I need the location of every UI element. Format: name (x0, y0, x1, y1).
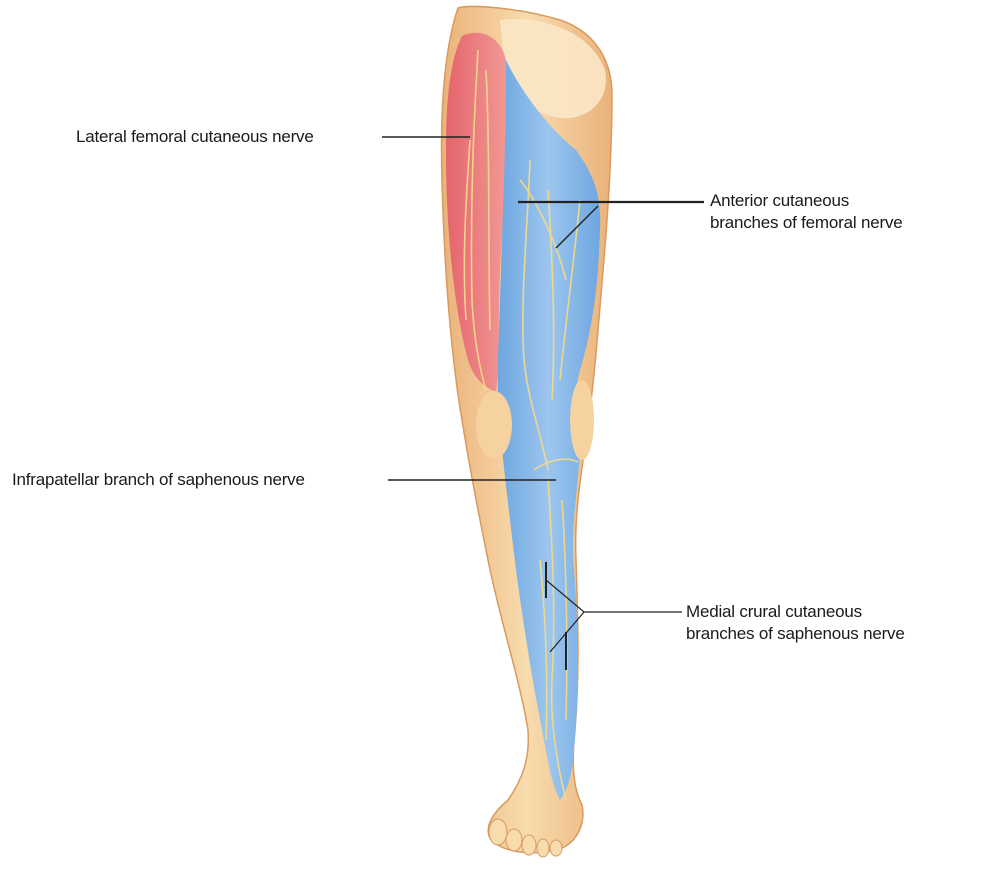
label-line-2: branches of femoral nerve (710, 212, 903, 234)
label-text: Infrapatellar branch of saphenous nerve (12, 469, 305, 491)
label-line-2: branches of saphenous nerve (686, 623, 905, 645)
label-medial-crural-cutaneous-branches: Medial crural cutaneous branches of saph… (686, 601, 905, 645)
label-lateral-femoral-cutaneous-nerve: Lateral femoral cutaneous nerve (76, 126, 314, 148)
knee-patch-right (570, 380, 594, 460)
label-anterior-cutaneous-branches: Anterior cutaneous branches of femoral n… (710, 190, 903, 234)
label-infrapatellar-branch: Infrapatellar branch of saphenous nerve (12, 469, 305, 491)
label-line-1: Medial crural cutaneous (686, 601, 905, 623)
label-text: Lateral femoral cutaneous nerve (76, 126, 314, 148)
label-line-1: Anterior cutaneous (710, 190, 903, 212)
knee-patch-left (476, 391, 512, 459)
